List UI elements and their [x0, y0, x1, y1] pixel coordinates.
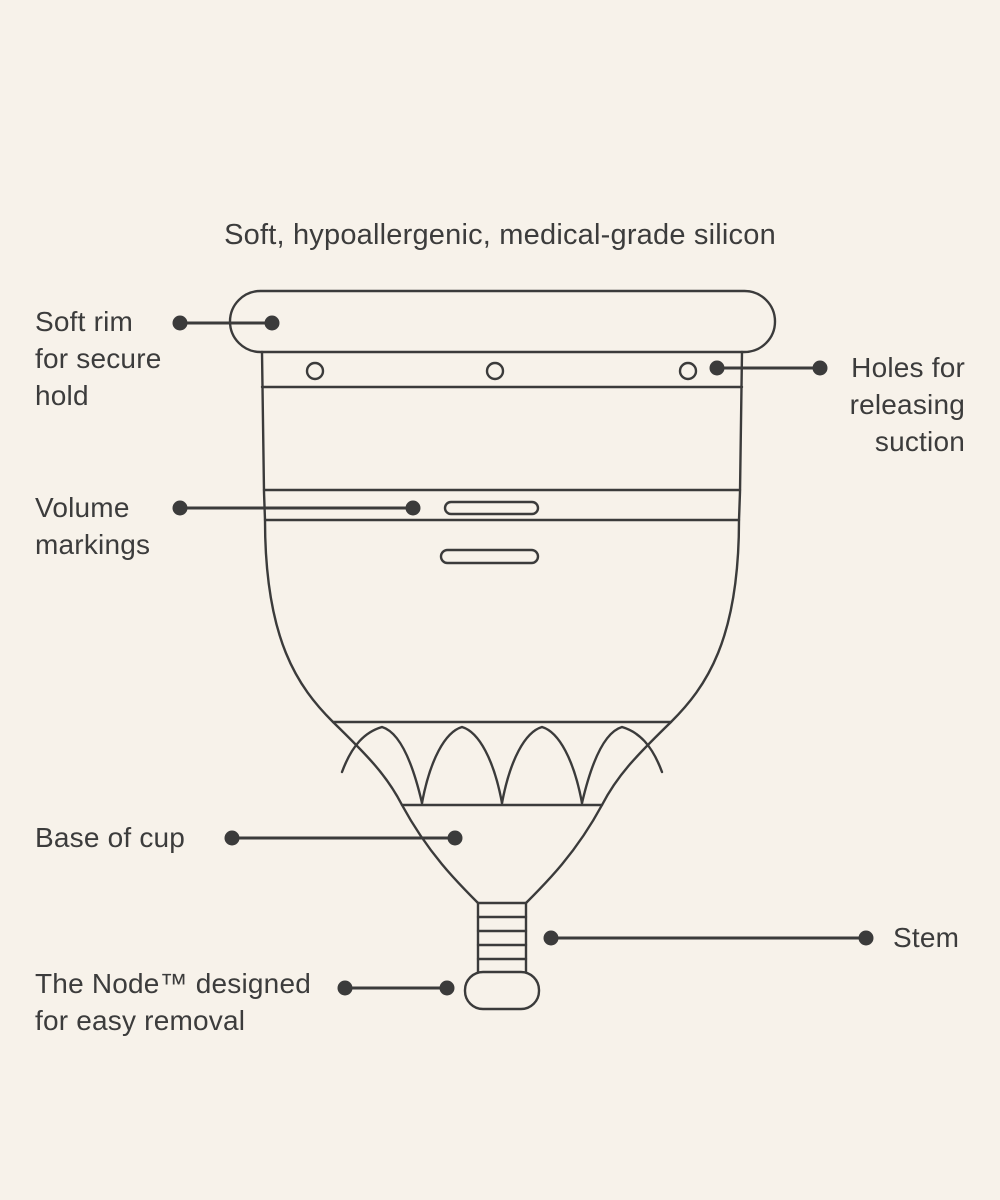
leader-dot — [172, 500, 188, 516]
cup-outline — [228, 289, 777, 1011]
volume-marking-icon — [443, 500, 540, 516]
petal-arch — [340, 725, 424, 805]
cup-wall-right — [524, 350, 744, 905]
petal-arch — [420, 725, 504, 805]
label-node: The Node™ designed for easy removal — [35, 968, 311, 1036]
leader-dot — [709, 360, 725, 376]
leader-dot — [405, 500, 421, 516]
leader-dot — [447, 830, 463, 846]
petal-arch — [500, 725, 584, 805]
leader-dots — [172, 315, 874, 996]
label-soft-rim: Soft rim for secure hold — [35, 306, 162, 411]
volume-marking-icon — [439, 548, 540, 565]
suction-hole-icon — [485, 361, 505, 381]
suction-hole-icon — [678, 361, 698, 381]
leader-dot — [172, 315, 188, 331]
label-base-of-cup: Base of cup — [35, 822, 186, 853]
leader-dot — [858, 930, 874, 946]
label-holes: Holes for releasing suction — [849, 352, 965, 457]
leader-dot — [224, 830, 240, 846]
petal-arch — [580, 725, 664, 805]
leader-lines — [178, 321, 868, 990]
leader-dot — [439, 980, 455, 996]
diagram-title: Soft, hypoallergenic, medical-grade sili… — [224, 219, 776, 251]
cup-rim — [228, 289, 777, 354]
leader-dot — [337, 980, 353, 996]
leader-dot — [264, 315, 280, 331]
label-volume-markings: Volume markings — [35, 492, 151, 560]
leader-dot — [812, 360, 828, 376]
node-bulb — [463, 970, 541, 1011]
suction-hole-icon — [305, 361, 325, 381]
label-stem: Stem — [893, 922, 960, 953]
cup-wall-left — [260, 350, 480, 905]
leader-dot — [543, 930, 559, 946]
